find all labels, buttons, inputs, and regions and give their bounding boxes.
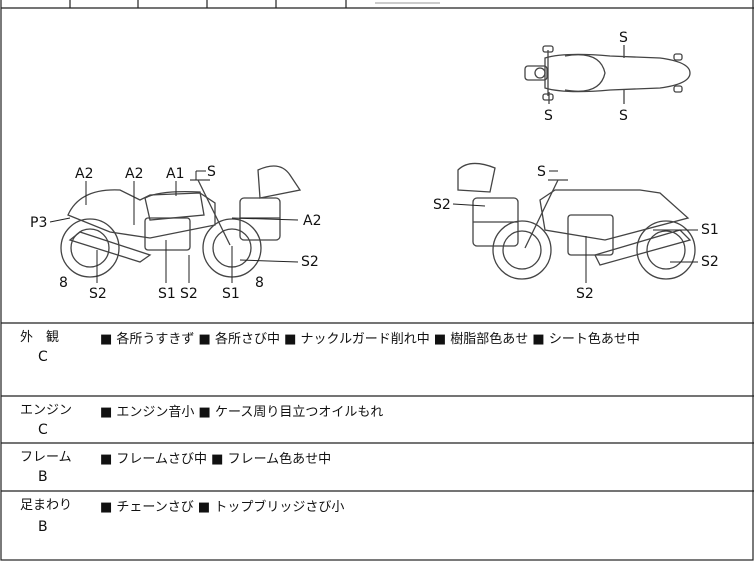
right-view-labels: S S2 S1 S2 S2 <box>433 164 719 302</box>
left-view-label: A2 <box>125 166 143 182</box>
right-view-label: S2 <box>701 254 719 270</box>
top-view-label: S <box>619 30 628 46</box>
condition-grade: C <box>38 422 48 438</box>
left-view-label: S <box>207 164 216 180</box>
right-view-label: S1 <box>701 222 719 238</box>
left-view-label: 8 <box>59 275 68 291</box>
condition-notes: ■ フレームさび中 ■ フレーム色あせ中 <box>100 452 332 467</box>
left-view-label: S2 <box>89 286 107 302</box>
condition-label: 足まわり <box>20 498 73 513</box>
condition-grade: B <box>38 519 48 535</box>
left-view-leaders <box>49 170 299 283</box>
top-view-label: S <box>619 108 628 124</box>
right-view-label: S <box>537 164 546 180</box>
left-view-label: A2 <box>303 213 321 229</box>
left-view-label: A2 <box>75 166 93 182</box>
left-view-label: S2 <box>180 286 198 302</box>
condition-label: フレーム <box>20 450 72 465</box>
left-view-label: S2 <box>301 254 319 270</box>
left-view-label: S1 <box>158 286 176 302</box>
left-view-label: S1 <box>222 286 240 302</box>
condition-notes: ■ 各所うすきず ■ 各所さび中 ■ ナックルガード削れ中 ■ 樹脂部色あせ ■… <box>100 332 640 347</box>
condition-label: 外 観 <box>20 330 60 345</box>
right-view-leaders <box>452 170 698 283</box>
condition-label: エンジン <box>20 403 73 418</box>
condition-grade: C <box>38 349 48 365</box>
left-view-labels: A2 A2 A1 S P3 A2 S2 8 S2 S1 S2 S1 8 <box>30 164 321 302</box>
left-view-label: A1 <box>166 166 184 182</box>
condition-grade: B <box>38 469 48 485</box>
top-view-label: S <box>544 108 553 124</box>
left-view-label: P3 <box>30 215 47 231</box>
bike-top-view <box>524 45 691 104</box>
bike-right-view <box>457 162 696 280</box>
right-view-label: S2 <box>576 286 594 302</box>
right-view-label: S2 <box>433 197 451 213</box>
top-view-labels: S S S <box>544 30 628 124</box>
condition-notes: ■ チェーンさび ■ トップブリッジさび小 <box>100 500 345 515</box>
left-view-label: 8 <box>255 275 264 291</box>
condition-notes: ■ エンジン音小 ■ ケース周り目立つオイルもれ <box>100 405 384 420</box>
